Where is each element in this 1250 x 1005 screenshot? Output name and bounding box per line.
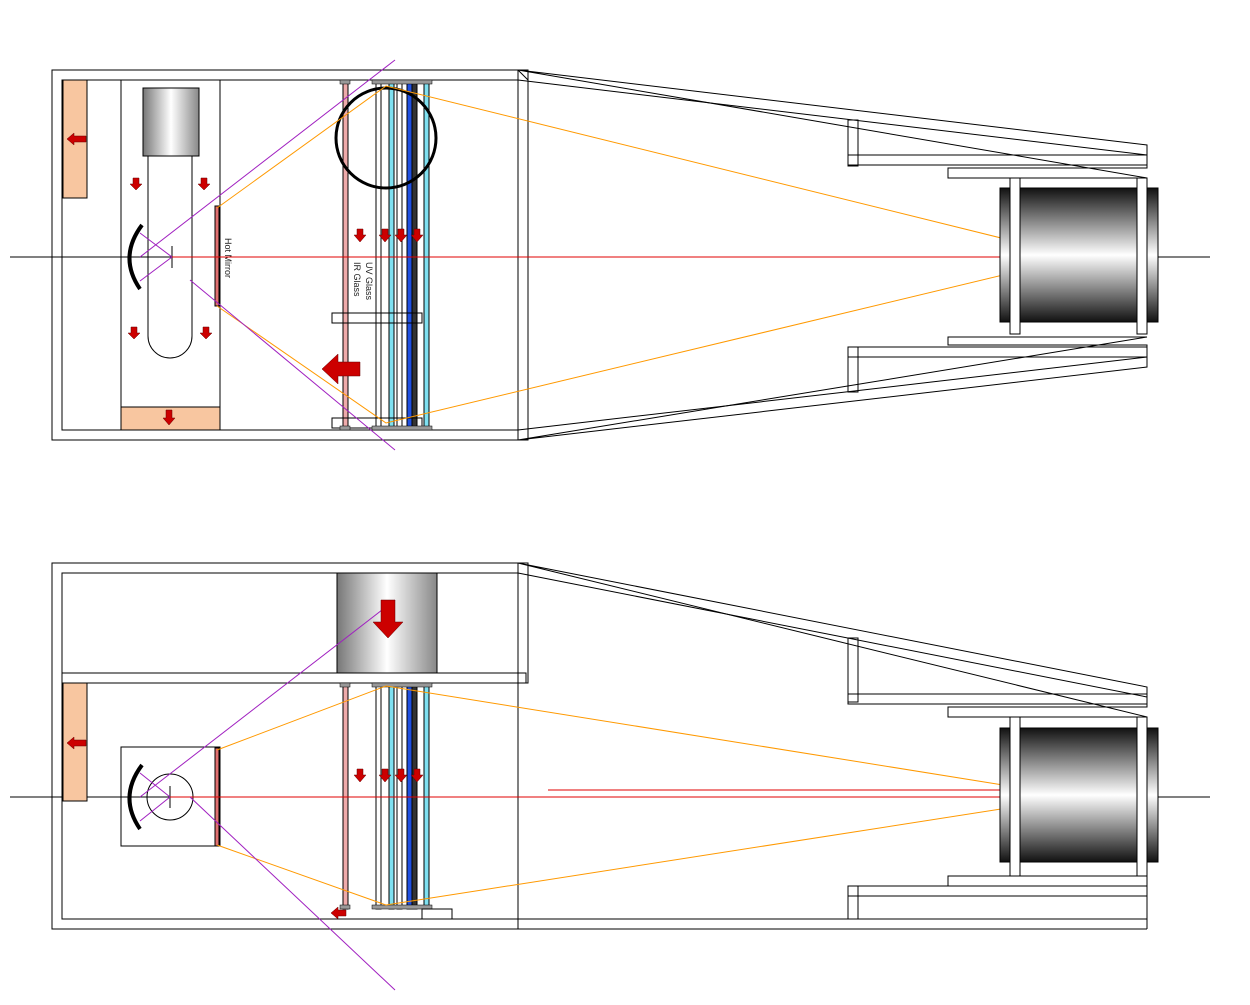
- airflow-arrow: [410, 228, 424, 243]
- lamp-tube-top: [147, 156, 193, 359]
- projection-lens-bottom: [999, 716, 1159, 877]
- angle-line-lower-top: [189, 279, 396, 451]
- reflector-top: [127, 223, 144, 291]
- housing-top: [51, 69, 529, 441]
- light-ray-lower-bottom: [216, 796, 1079, 906]
- airflow-arrow: [197, 177, 211, 191]
- airflow-arrow-large: [372, 599, 404, 639]
- airflow-arrow: [353, 768, 367, 783]
- airflow-arrow: [410, 768, 424, 783]
- airflow-arrow: [378, 228, 392, 243]
- hot-mirror-label: Hot Mirror: [223, 238, 233, 278]
- airflow-arrow: [394, 228, 408, 243]
- airflow-arrow: [129, 177, 143, 191]
- highlight-circle-top: [334, 86, 438, 190]
- ir-glass-bottom: [342, 682, 349, 910]
- ir-glass-label: IR Glass: [352, 262, 362, 297]
- light-ray-upper-bottom: [216, 685, 1079, 798]
- airflow-arrow: [66, 736, 87, 750]
- bottom-diagram: [10, 562, 1210, 991]
- angle-line-upper-top: [139, 59, 396, 258]
- airflow-arrow: [127, 326, 141, 340]
- housing-bottom: [51, 562, 1148, 930]
- light-ray-upper-top: [216, 85, 1079, 258]
- projection-lens-top: [999, 177, 1159, 335]
- uv-glass-bottom: [388, 682, 395, 910]
- light-ray-lower-top: [216, 256, 1079, 424]
- uv-glass-top: [388, 79, 395, 431]
- airflow-arrow: [199, 326, 213, 340]
- filter-stack-bottom: [339, 682, 453, 920]
- hot-mirror-top: [214, 205, 220, 307]
- airflow-arrow: [394, 768, 408, 783]
- angle-line-lower-bottom: [189, 796, 396, 991]
- reflector-bottom: [127, 763, 144, 831]
- filter-stack-top: [331, 79, 433, 431]
- airflow-arrow: [353, 228, 367, 243]
- ir-glass-top: [342, 79, 349, 431]
- airflow-arrow: [330, 906, 347, 920]
- airflow-arrow: [66, 132, 87, 146]
- top-diagram: Hot Mirror UV Glass IR Glass: [10, 59, 1210, 451]
- angle-line-upper-bottom: [139, 599, 396, 798]
- airflow-arrows-bottom: [66, 599, 424, 920]
- airflow-arrow: [378, 768, 392, 783]
- airflow-arrows-top: [66, 132, 424, 426]
- blower-top: [142, 87, 200, 157]
- airflow-arrow-large: [321, 353, 361, 385]
- airflow-arrow: [162, 409, 176, 426]
- uv-glass-label: UV Glass: [364, 262, 374, 301]
- lamp-compartment-top: [120, 79, 221, 431]
